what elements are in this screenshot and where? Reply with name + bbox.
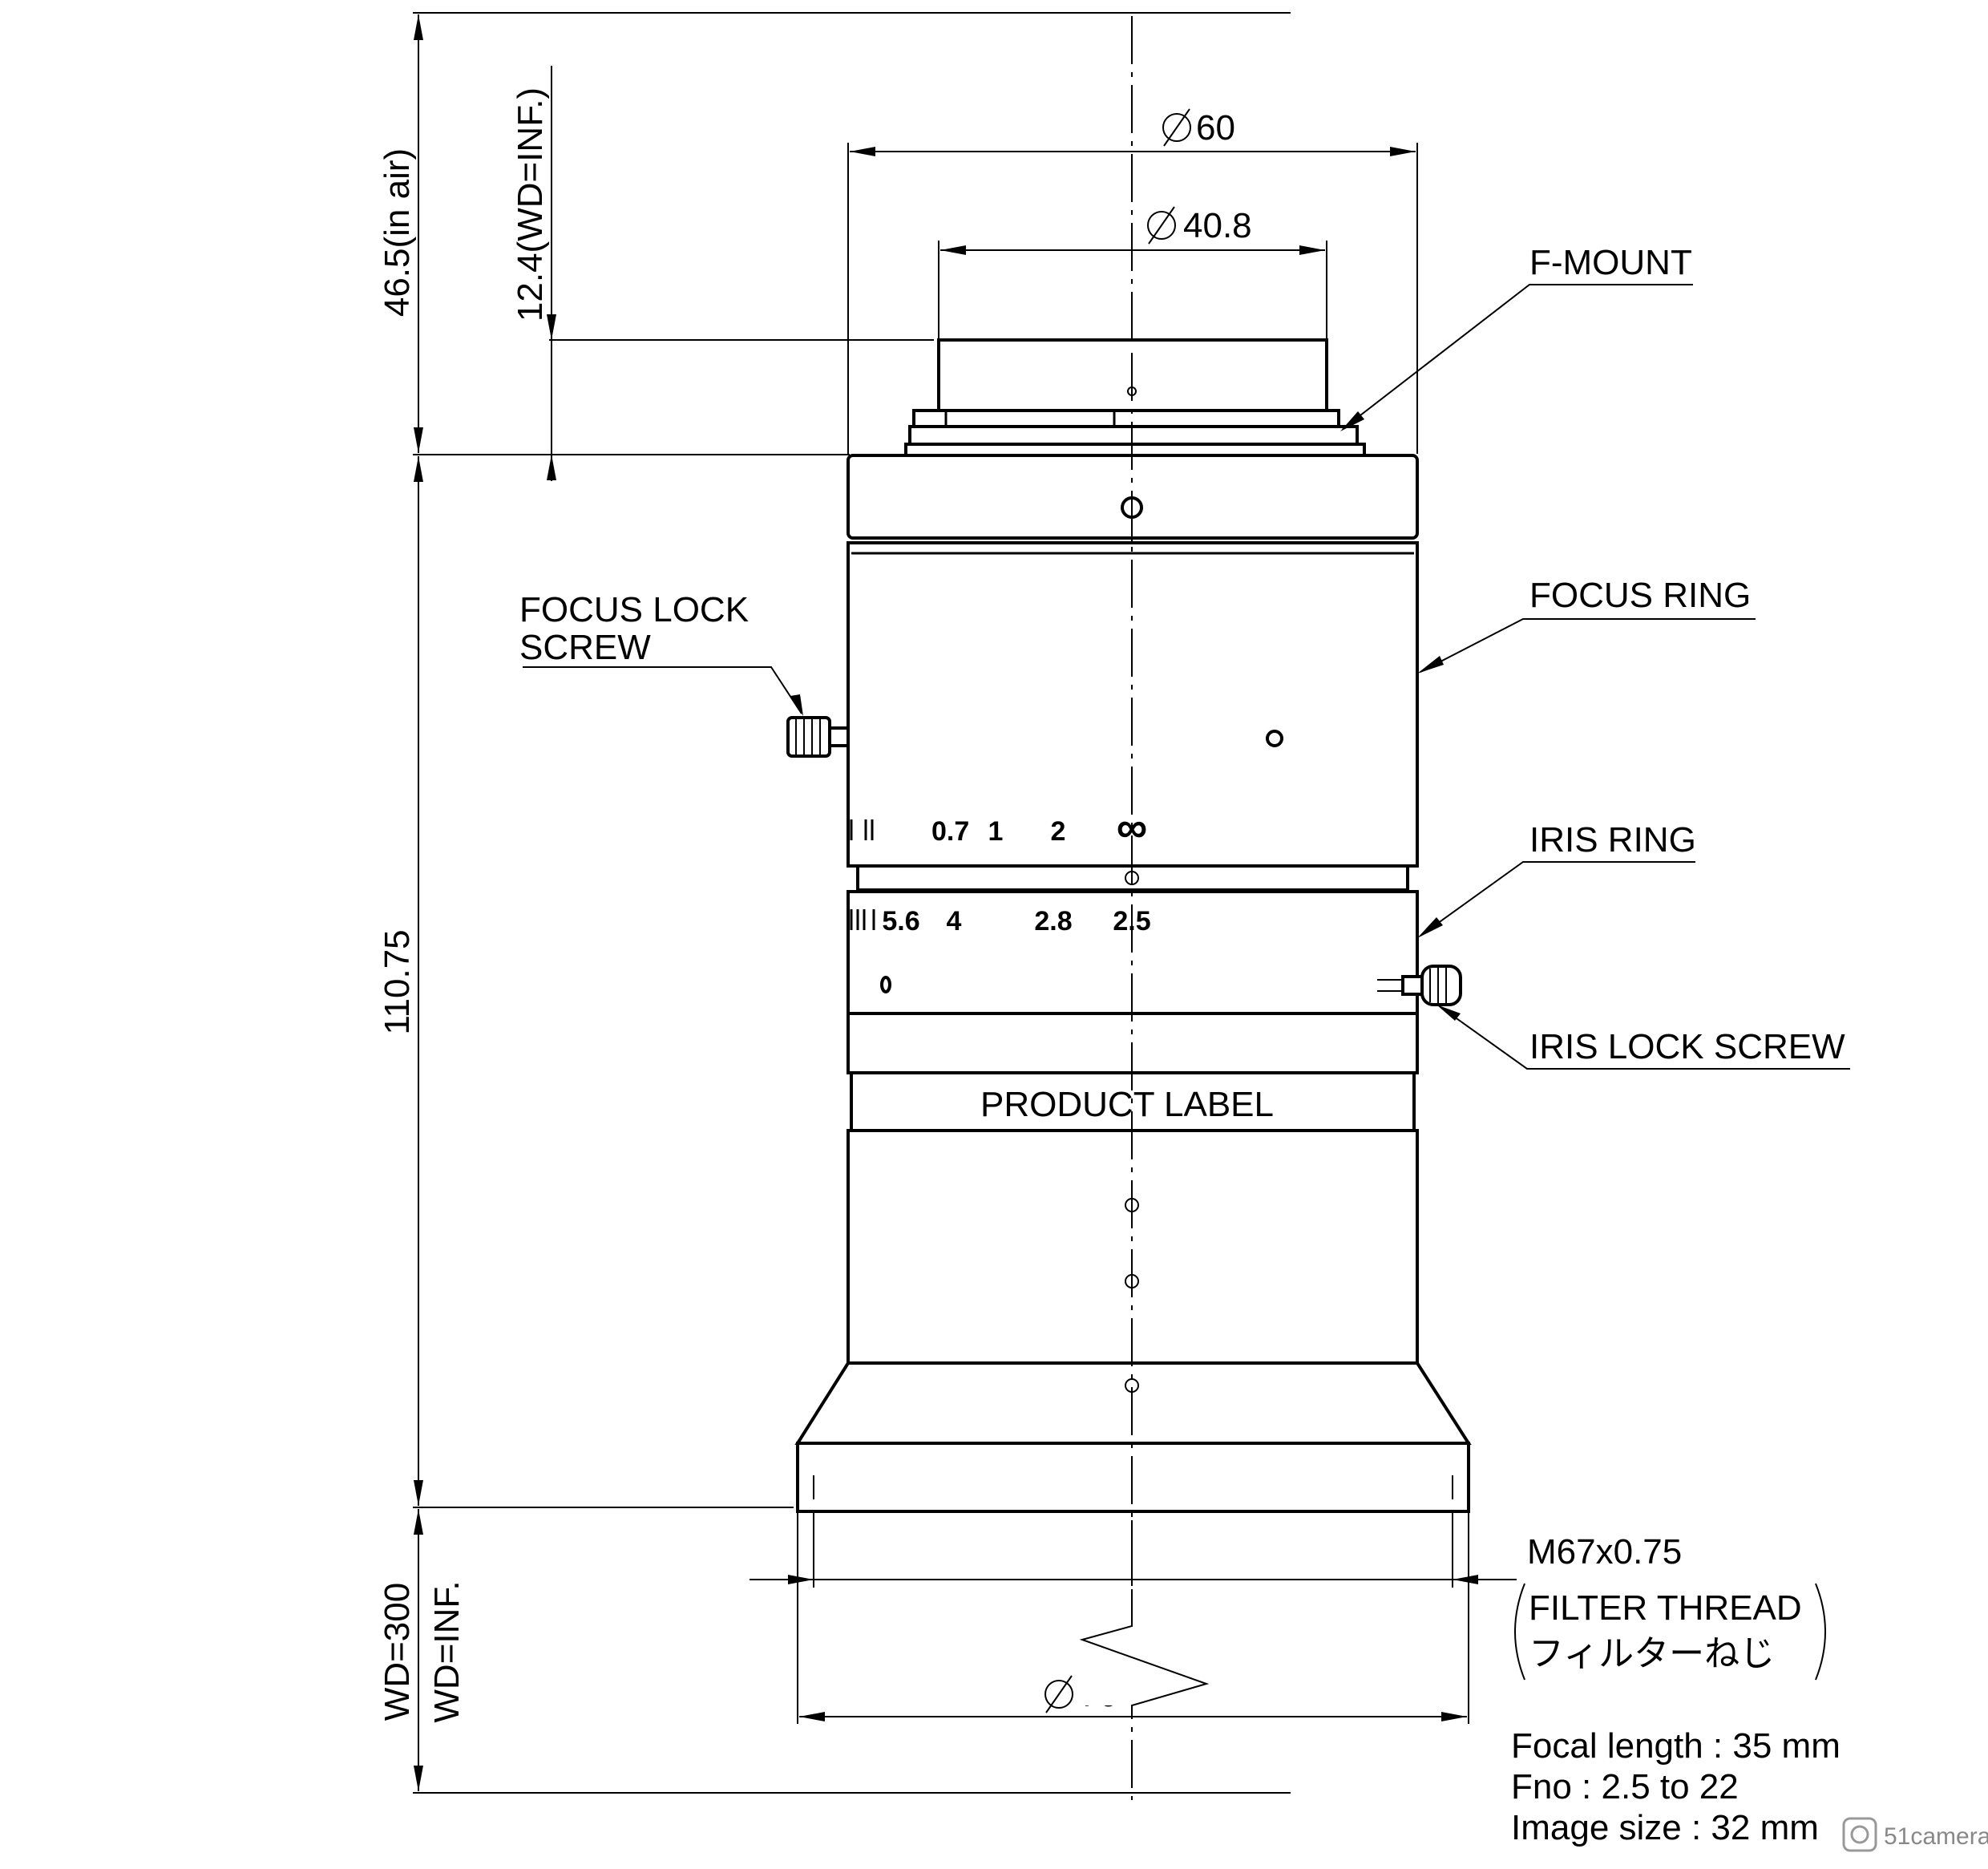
iris-scale-ticks <box>850 909 875 930</box>
focus-ring-label: FOCUS RING <box>1529 576 1751 615</box>
arrow <box>414 427 423 453</box>
iris-scale-56: 5.6 <box>882 906 919 937</box>
spec-focal-length: Focal length : 35 mm <box>1511 1726 1841 1766</box>
arrow <box>414 1509 423 1535</box>
arrow <box>1453 1575 1478 1584</box>
break-line <box>1079 1621 1210 1716</box>
arrow <box>414 14 423 40</box>
arrow <box>788 1575 814 1584</box>
dia408-text: 40.8 <box>1183 206 1252 245</box>
filter-spec-text: M67x0.75 <box>1527 1532 1682 1572</box>
focus-scale-ticks <box>850 819 874 840</box>
arrow <box>1299 245 1325 255</box>
focus-ring-screw <box>1266 730 1283 747</box>
arrow <box>414 1766 423 1791</box>
arrow <box>547 455 556 480</box>
iris-ring-label: IRIS RING <box>1529 820 1696 860</box>
filter-thread-text: FILTER THREAD <box>1529 1588 1802 1628</box>
diameter-symbol <box>1147 206 1176 245</box>
arrow <box>1441 1712 1467 1721</box>
front-ring <box>796 1442 1470 1513</box>
iris-scale-4: 4 <box>947 906 962 937</box>
f-mount-label: F-MOUNT <box>1529 243 1692 282</box>
filter-thread-jp-text: フィルターねじ <box>1529 1634 1775 1673</box>
iris-scale-28: 2.8 <box>1034 906 1072 937</box>
diameter-symbol <box>1045 1675 1073 1713</box>
f-mount-base <box>908 425 1359 446</box>
watermark-logo-icon <box>1842 1817 1877 1852</box>
break-mask <box>1074 1621 1218 1705</box>
arrow <box>1390 147 1416 156</box>
f-mount-flange <box>912 409 1340 428</box>
arrow <box>790 694 803 716</box>
knurl-lines <box>1429 968 1447 1003</box>
focus-ring-leader <box>1420 618 1756 673</box>
arrow <box>1417 656 1444 674</box>
iris-ring-leader <box>1420 861 1695 937</box>
diameter-symbol <box>1162 108 1191 147</box>
dim-wd300-text: WD=300 <box>378 1583 417 1721</box>
focus-lock-label-2: SCREW <box>519 628 651 667</box>
focus-scale-2: 2 <box>1051 816 1066 847</box>
arrow <box>414 1480 423 1506</box>
watermark-text: 51camera <box>1884 1823 1988 1850</box>
product-label-text: PRODUCT LABEL <box>980 1085 1274 1124</box>
focus-scale-inf: ∞ <box>1117 803 1148 852</box>
spec-image-size: Image size : 32 mm <box>1511 1808 1819 1847</box>
arrow <box>1417 917 1443 938</box>
dim-length-text: 110.75 <box>378 929 417 1034</box>
knurl-lines <box>795 719 821 754</box>
arrow <box>799 1712 825 1721</box>
focus-lock-leader <box>523 666 802 714</box>
arrow <box>940 245 966 255</box>
arrow <box>414 456 423 482</box>
f-mount-leader <box>1342 284 1693 430</box>
iris-lock-label: IRIS LOCK SCREW <box>1529 1027 1845 1066</box>
iris-lock-leader <box>1442 1008 1850 1070</box>
f-mount-seat <box>904 443 1366 457</box>
iris-lock-screw-knob <box>1420 965 1462 1006</box>
paren-right <box>1815 1583 1826 1681</box>
dim-wdinf-text: WD=INF. <box>427 1580 467 1722</box>
focus-scale-1: 1 <box>988 816 1004 847</box>
arrow <box>850 147 875 156</box>
focus-scale-07: 0.7 <box>931 816 969 847</box>
iris-index-mark <box>880 976 891 993</box>
arrow <box>547 314 556 340</box>
dim-wd-inf-text: 12.4(WD=INF.) <box>511 87 550 322</box>
iris-scale-25: 2.5 <box>1113 906 1150 937</box>
focus-lock-screw-shaft <box>828 726 850 747</box>
dia60-text: 60 <box>1196 108 1235 148</box>
iris-lock-screw-shaft <box>1401 975 1424 996</box>
focus-lock-label-1: FOCUS LOCK <box>519 590 749 629</box>
paren-left <box>1514 1583 1525 1681</box>
arrow <box>1436 1005 1461 1021</box>
focus-lock-screw-knob <box>786 716 831 758</box>
dim-air-text: 46.5(in air) <box>378 148 417 317</box>
spec-fno: Fno : 2.5 to 22 <box>1511 1767 1739 1806</box>
arrow <box>1340 411 1364 431</box>
front-flare <box>794 1361 1472 1445</box>
